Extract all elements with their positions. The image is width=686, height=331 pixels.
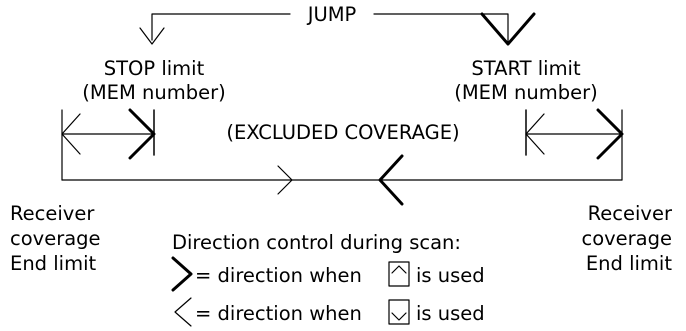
legend-row1-suffix: is used bbox=[416, 264, 485, 287]
left-end-line1: Receiver bbox=[10, 202, 95, 225]
stop-span-arrowhead-right-icon bbox=[128, 108, 156, 160]
legend-title: Direction control during scan: bbox=[172, 231, 461, 254]
baseline-direction-down-icon bbox=[378, 154, 404, 206]
jump-label: JUMP bbox=[306, 3, 357, 26]
down-key-icon bbox=[388, 299, 410, 325]
stop-limit-mem: (MEM number) bbox=[82, 81, 226, 104]
right-end-line3: End limit bbox=[586, 252, 673, 275]
start-limit-title: START limit bbox=[471, 57, 581, 80]
legend-row1-prefix: = direction when bbox=[195, 264, 362, 287]
legend-chevron-left-icon bbox=[174, 297, 192, 327]
jump-arrowhead-left-icon bbox=[139, 27, 165, 45]
start-span-arrowhead-left-icon bbox=[525, 113, 545, 155]
excluded-coverage-label: (EXCLUDED COVERAGE) bbox=[226, 121, 459, 144]
right-end-line2: coverage bbox=[581, 227, 672, 250]
up-key-icon bbox=[388, 261, 410, 287]
legend-row2-suffix: is used bbox=[416, 302, 485, 325]
left-end-line3: End limit bbox=[10, 252, 97, 275]
baseline-direction-up-icon bbox=[277, 165, 293, 195]
start-limit-mem: (MEM number) bbox=[454, 81, 598, 104]
jump-line bbox=[151, 13, 509, 43]
legend-chevron-right-icon bbox=[171, 256, 193, 292]
stop-limit-title: STOP limit bbox=[104, 57, 205, 80]
legend-row2-prefix: = direction when bbox=[195, 302, 362, 325]
jump-arrowhead-right-icon bbox=[480, 12, 536, 46]
stop-span-arrowhead-left-icon bbox=[61, 113, 81, 155]
left-end-line2: coverage bbox=[10, 227, 101, 250]
start-span-arrowhead-right-icon bbox=[596, 108, 624, 160]
right-end-line1: Receiver bbox=[588, 202, 673, 225]
